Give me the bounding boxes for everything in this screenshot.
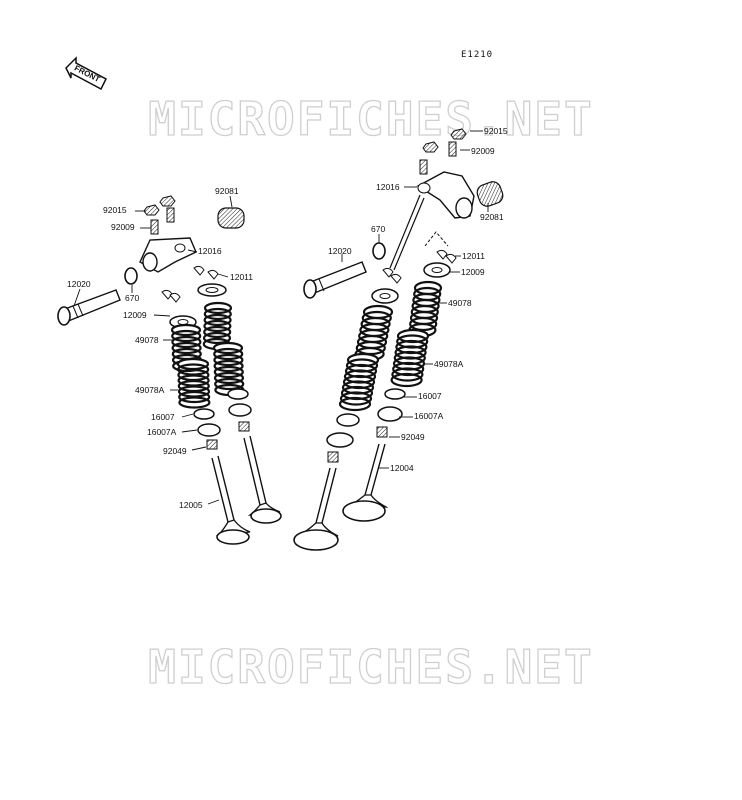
label-92015-right: 92015 xyxy=(484,126,508,136)
spring-outer-left-a xyxy=(202,301,233,351)
spring-retainer-left-a xyxy=(197,283,227,297)
spring-seat-left-b xyxy=(197,423,221,437)
label-12011-right: 12011 xyxy=(462,251,486,261)
stem-seal-left-a xyxy=(206,439,218,450)
rocker-arm-left xyxy=(139,237,197,273)
o-ring-left xyxy=(124,267,138,285)
intake-valve-right-b xyxy=(342,443,389,522)
label-16007A-left: 16007A xyxy=(147,427,177,437)
valve-springs xyxy=(170,280,443,412)
label-12016-left: 12016 xyxy=(198,246,222,256)
label-670-left: 670 xyxy=(125,293,140,303)
rocker-spring-right xyxy=(476,181,504,207)
label-12011-left: 12011 xyxy=(230,272,254,282)
label-49078A-right: 49078A xyxy=(434,359,464,369)
spring-seat-left-a xyxy=(193,408,215,420)
label-49078-left: 49078 xyxy=(135,335,159,345)
label-12004: 12004 xyxy=(390,463,414,473)
spring-inner-left-b xyxy=(176,357,211,409)
label-92049-left: 92049 xyxy=(163,446,187,456)
adjust-screw-right xyxy=(419,141,457,175)
label-12020-right: 12020 xyxy=(328,246,352,256)
stem-seal-right-b xyxy=(376,426,388,438)
label-92049-right: 92049 xyxy=(401,432,425,442)
stem-seal-right-a xyxy=(327,451,339,463)
label-92081-right: 92081 xyxy=(480,212,504,222)
spring-outer-right-a xyxy=(354,304,394,362)
stem-seal-left-b xyxy=(238,421,250,432)
spring-seat-right-b xyxy=(326,432,354,448)
spring-outer-left-b xyxy=(212,341,245,397)
adjust-screw-left xyxy=(150,207,175,235)
spring-seat-left-d xyxy=(228,403,252,417)
spring-retainer-right-b xyxy=(423,262,451,278)
spring-seat-right-d xyxy=(377,406,403,422)
exhaust-valve-left xyxy=(211,455,251,545)
label-12009-right: 12009 xyxy=(461,267,485,277)
label-16007-left: 16007 xyxy=(151,412,175,422)
spring-seat-right-a xyxy=(336,413,360,427)
watermark-bottom: MICROFICHES.NET xyxy=(148,639,594,694)
rocker-spring-left xyxy=(217,207,245,229)
label-12020-left: 12020 xyxy=(67,279,91,289)
rocker-shaft-right xyxy=(303,261,367,299)
rocker-arm-right xyxy=(416,171,475,219)
label-92009-left: 92009 xyxy=(111,222,135,232)
spring-inner-right-a xyxy=(338,352,380,412)
exhaust-valve-left-b xyxy=(243,435,282,524)
label-16007-right: 16007 xyxy=(418,391,442,401)
spring-seat-left-c xyxy=(227,388,249,400)
adjust-nut-right xyxy=(422,128,467,153)
watermark-top: MICROFICHES.NET xyxy=(148,91,594,146)
label-92015-left: 92015 xyxy=(103,205,127,215)
label-16007A-right: 16007A xyxy=(414,411,444,421)
valve-cotters-left xyxy=(161,265,219,303)
guide-line-right xyxy=(389,194,421,269)
spring-outer-right-b xyxy=(408,280,443,338)
rocker-shaft-left xyxy=(57,289,121,326)
spring-seat-right-c xyxy=(384,388,406,400)
label-670-right: 670 xyxy=(371,224,386,234)
spring-inner-right-b xyxy=(390,328,430,388)
label-92009-right: 92009 xyxy=(471,146,495,156)
label-12005: 12005 xyxy=(179,500,203,510)
intake-valve-right-a xyxy=(293,467,339,551)
label-92081-left: 92081 xyxy=(215,186,239,196)
spring-retainer-right-a xyxy=(371,288,399,304)
leader-lines xyxy=(73,130,489,505)
diagram-code: E1210 xyxy=(461,50,494,60)
o-ring-right xyxy=(372,242,386,260)
front-arrow-icon: FRONT xyxy=(65,56,107,91)
label-49078-right: 49078 xyxy=(448,298,472,308)
valve-cotters-right xyxy=(382,249,457,284)
label-12009-left: 12009 xyxy=(123,310,147,320)
label-49078A-left: 49078A xyxy=(135,385,165,395)
label-12016-right: 12016 xyxy=(376,182,400,192)
